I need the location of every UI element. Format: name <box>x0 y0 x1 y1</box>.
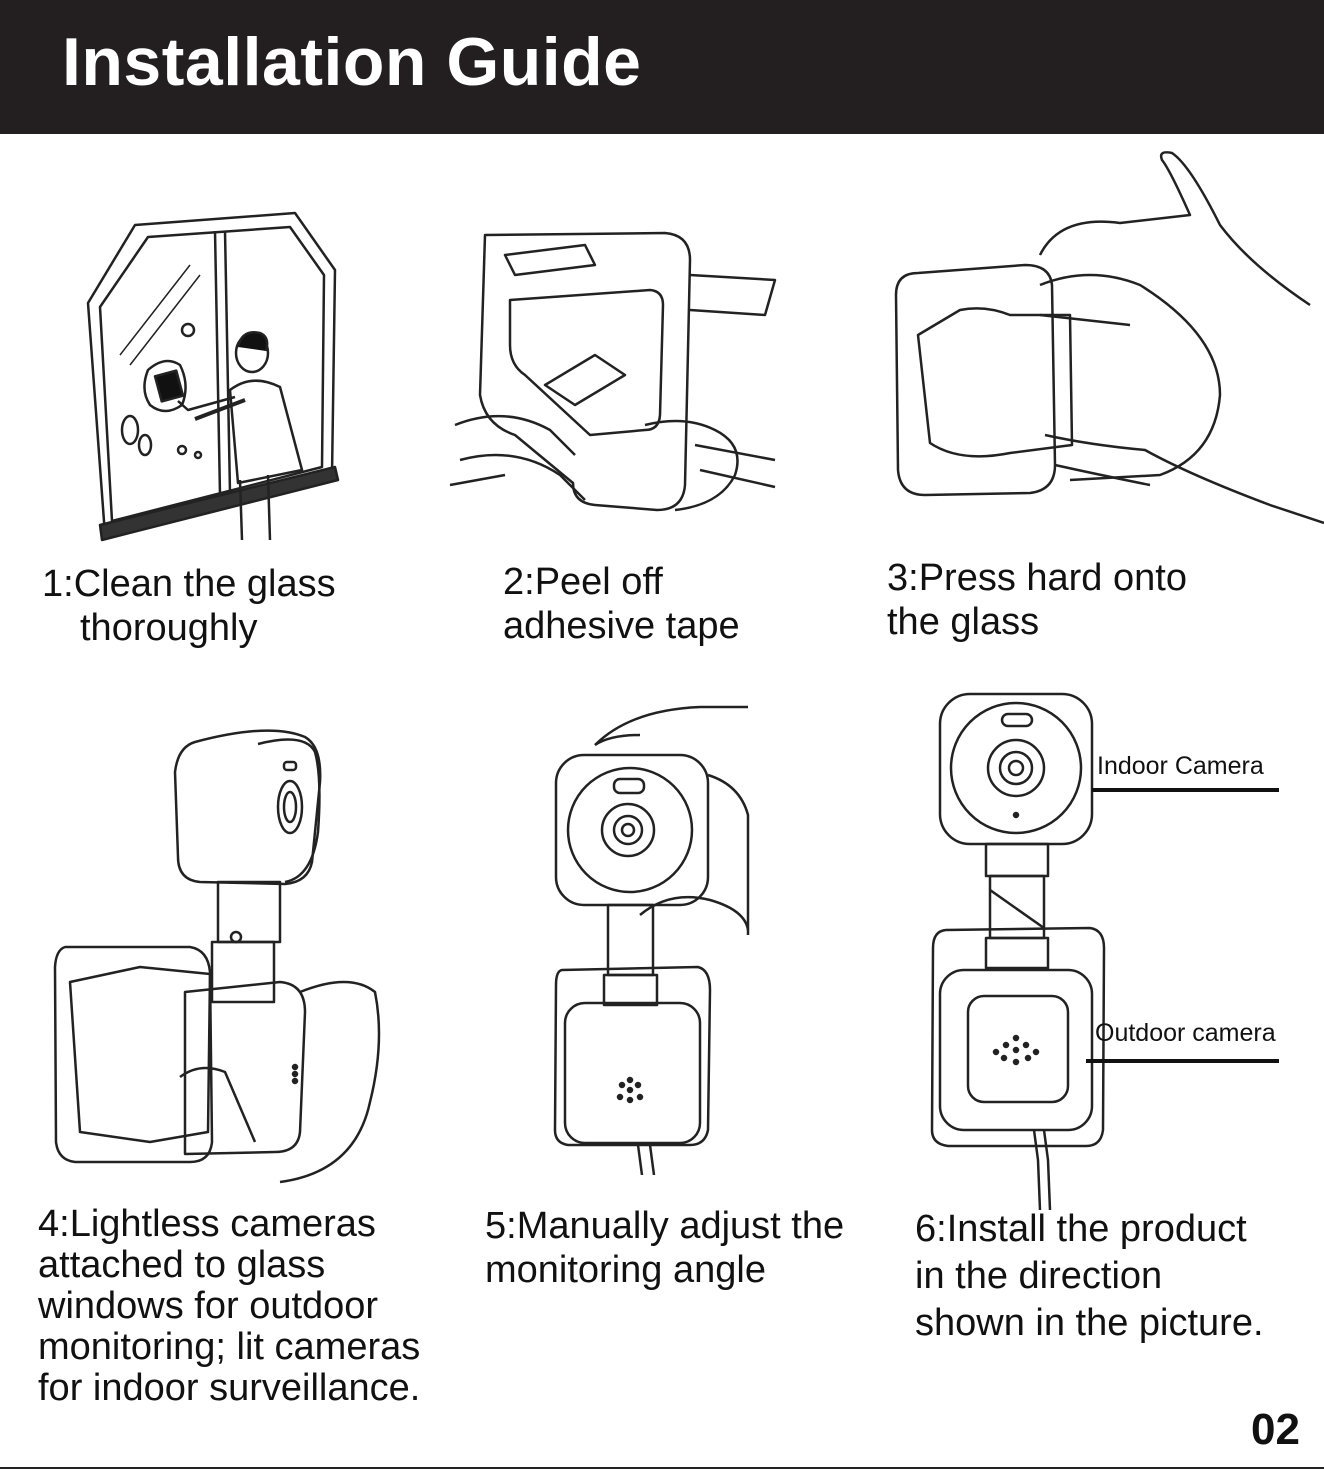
caption-line: 6:Install the product <box>915 1208 1247 1250</box>
window-cleaning-illustration <box>70 205 350 545</box>
adjust-angle-illustration <box>550 705 750 1175</box>
step-2-caption: 2:Peel off adhesive tape <box>503 560 740 648</box>
camera-on-mount-illustration <box>50 722 385 1187</box>
bottom-divider <box>0 1467 1324 1469</box>
caption-line: in the direction <box>915 1255 1163 1297</box>
caption-line: monitoring; lit cameras <box>38 1326 421 1368</box>
caption-line: thoroughly <box>80 607 258 649</box>
outdoor-camera-label: Outdoor camera <box>1095 1019 1276 1047</box>
caption-line: adhesive tape <box>503 605 740 647</box>
page-title: Installation Guide <box>62 24 642 100</box>
adhesive-mount-illustration <box>445 225 780 520</box>
step-6-caption: 6:Install the product in the direction s… <box>915 1206 1264 1347</box>
caption-line: the glass <box>887 601 1040 643</box>
caption-line: 3:Press hard onto <box>887 557 1187 599</box>
caption-line: for indoor surveillance. <box>38 1367 421 1409</box>
outdoor-camera-leader-line <box>1086 1059 1279 1063</box>
page-header: Installation Guide <box>0 0 1324 134</box>
indoor-camera-label: Indoor Camera <box>1097 752 1264 780</box>
page-number: 02 <box>1251 1405 1300 1454</box>
caption-line: 2:Peel off <box>503 561 663 603</box>
step-3-caption: 3:Press hard onto the glass <box>887 556 1187 644</box>
caption-line: 1:Clean the glass <box>42 563 336 605</box>
caption-line: shown in the picture. <box>915 1302 1264 1344</box>
step-5-caption: 5:Manually adjust the monitoring angle <box>485 1204 844 1292</box>
caption-line: monitoring angle <box>485 1249 766 1291</box>
indoor-camera-leader-line <box>1092 788 1279 792</box>
dual-camera-illustration <box>928 690 1108 1210</box>
step-4-caption: 4:Lightless cameras attached to glass wi… <box>38 1204 420 1409</box>
press-mount-illustration <box>890 145 1324 530</box>
caption-line: windows for outdoor <box>38 1285 379 1327</box>
caption-line: 5:Manually adjust the <box>485 1205 845 1247</box>
caption-line: attached to glass <box>38 1244 326 1286</box>
step-1-caption: 1:Clean the glass thoroughly <box>42 562 336 650</box>
caption-line: 4:Lightless cameras <box>38 1203 376 1245</box>
